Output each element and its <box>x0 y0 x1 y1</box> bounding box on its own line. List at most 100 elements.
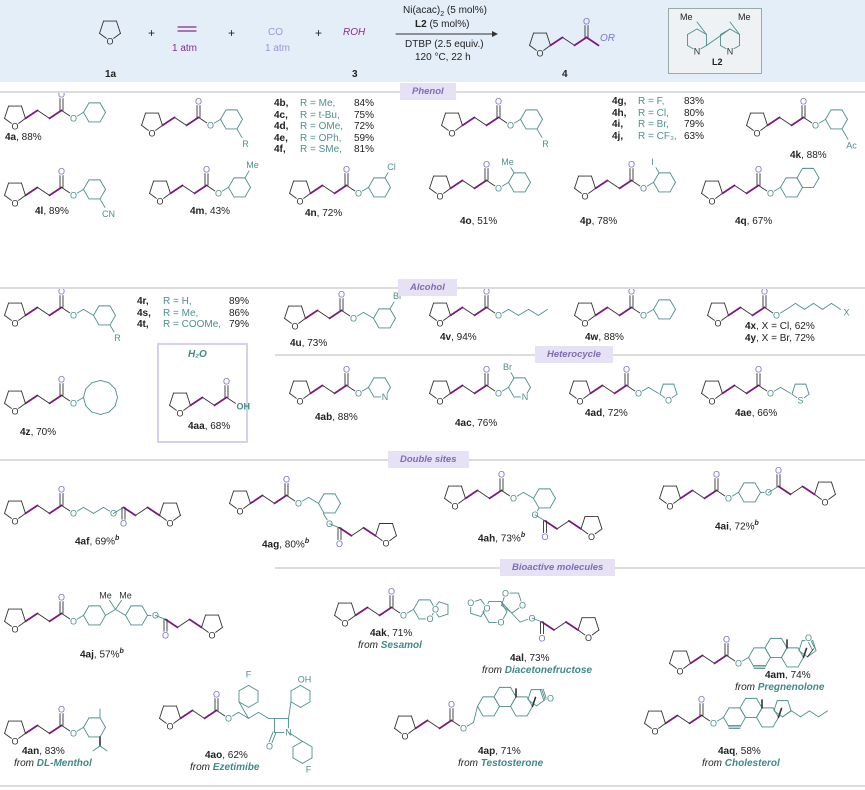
atom-background <box>147 128 157 138</box>
catalyst: Ni(acac) <box>403 5 441 16</box>
atom-background <box>57 287 66 296</box>
bond <box>306 180 311 194</box>
atom-label: Me <box>246 160 259 170</box>
atom-label: O <box>576 396 583 406</box>
compound-id: 4k <box>790 150 802 161</box>
bond <box>546 32 551 46</box>
bond <box>797 656 804 668</box>
atom-label: O <box>70 729 77 739</box>
bond <box>822 302 832 310</box>
bond <box>318 493 325 504</box>
bond <box>427 719 440 729</box>
compound-label-4o: 4o, 51% <box>460 216 497 227</box>
bond <box>696 21 707 35</box>
compound-label-4aa: 4aa, 68% <box>188 421 230 432</box>
atom-label: O <box>710 719 717 729</box>
atom-background <box>304 765 313 774</box>
bond <box>99 179 106 190</box>
bond <box>520 109 527 120</box>
bond <box>597 516 603 530</box>
atom-label: O <box>58 485 65 495</box>
bond <box>527 689 532 701</box>
bond <box>244 177 251 188</box>
atom-background <box>796 396 805 405</box>
atom-label: O <box>800 97 807 107</box>
atom-label: O <box>176 408 183 418</box>
atom-label: O <box>436 318 443 328</box>
section-double-sites: Double sites <box>388 451 469 468</box>
atom-label: O <box>467 598 474 608</box>
list-4b-4f: 4b,R = Me,84%4c,R = t-Bu,75%4d,R = OMe,7… <box>274 98 384 156</box>
compound-label-4ag: 4ag, 80%b <box>262 538 309 550</box>
compound-yield: , X = Cl, 62% <box>756 321 815 332</box>
list-row: 4f,R = SMe,81% <box>274 144 384 156</box>
bond <box>441 112 446 126</box>
substituent: R = CF₃, <box>638 130 677 142</box>
atom-background <box>627 160 636 169</box>
list-row: 4t,R = COOMe,79% <box>137 319 257 331</box>
source-molecule: Diacetonefructose <box>504 665 593 676</box>
atom-label: O <box>547 694 554 704</box>
bond <box>524 172 531 183</box>
bond <box>4 500 9 514</box>
list-row: 4g,R = F,83% <box>612 96 712 108</box>
bond <box>781 656 788 668</box>
bond <box>83 605 90 616</box>
atom-background <box>342 365 351 374</box>
atom-label: O <box>400 611 407 621</box>
atom-background <box>10 406 20 416</box>
atom-background <box>224 714 233 723</box>
atom-label: O <box>382 539 389 549</box>
section-water: H₂O <box>188 349 207 360</box>
atom-background <box>354 389 363 398</box>
bond <box>429 380 434 394</box>
atom-label: O <box>426 614 433 624</box>
bond <box>21 720 26 734</box>
atom-background <box>387 587 396 596</box>
atom-background <box>447 700 456 709</box>
bond <box>185 116 200 127</box>
bond <box>24 504 39 515</box>
atom-label: O <box>588 532 595 542</box>
substituent: R = COOMe, <box>163 319 222 330</box>
atom-label: O <box>812 121 819 131</box>
bond <box>812 640 817 652</box>
bond <box>462 384 475 394</box>
atom-background <box>540 532 550 542</box>
atom-label: Me <box>119 591 132 601</box>
list-row: 4s,R = Me,86% <box>137 308 257 320</box>
bond <box>334 602 339 616</box>
compound-label-4ab: 4ab, 88% <box>315 412 358 423</box>
bond <box>99 102 106 113</box>
bond <box>99 605 106 616</box>
bond <box>462 179 475 189</box>
bond <box>389 308 396 319</box>
atom-background <box>774 466 783 475</box>
compound-id: 4ak <box>370 628 387 639</box>
atom-label: O <box>195 97 202 107</box>
atom-label: O <box>350 314 357 324</box>
atom-label: O <box>775 466 782 476</box>
atom-label: O <box>70 509 77 519</box>
list-4g-4j: 4g,R = F,83%4h,R = Cl,80%4i,R = Br,79%4j… <box>612 96 712 142</box>
catalyst-text: Ni(acac)2 (5 mol%) <box>403 5 487 19</box>
list-4r-4t: 4r,R = H,89%4s,R = Me,86%4t,R = COOMe,79… <box>137 296 257 331</box>
ligand-text: L2 (5 mol%) <box>415 20 469 30</box>
atom-label: Br <box>503 362 512 372</box>
bond <box>114 388 118 398</box>
bond <box>328 309 343 320</box>
bond <box>841 109 848 120</box>
section-alcohol: Alcohol <box>398 279 457 296</box>
atom-background <box>214 189 223 198</box>
atom-label: O <box>448 700 455 710</box>
bond <box>536 699 546 707</box>
from-text: from <box>458 758 481 769</box>
label-4x: 4x, X = Cl, 62% <box>745 322 815 332</box>
bond <box>729 28 740 35</box>
bond <box>21 500 26 514</box>
bond <box>37 724 50 734</box>
bond <box>745 384 760 395</box>
bond <box>290 684 301 692</box>
